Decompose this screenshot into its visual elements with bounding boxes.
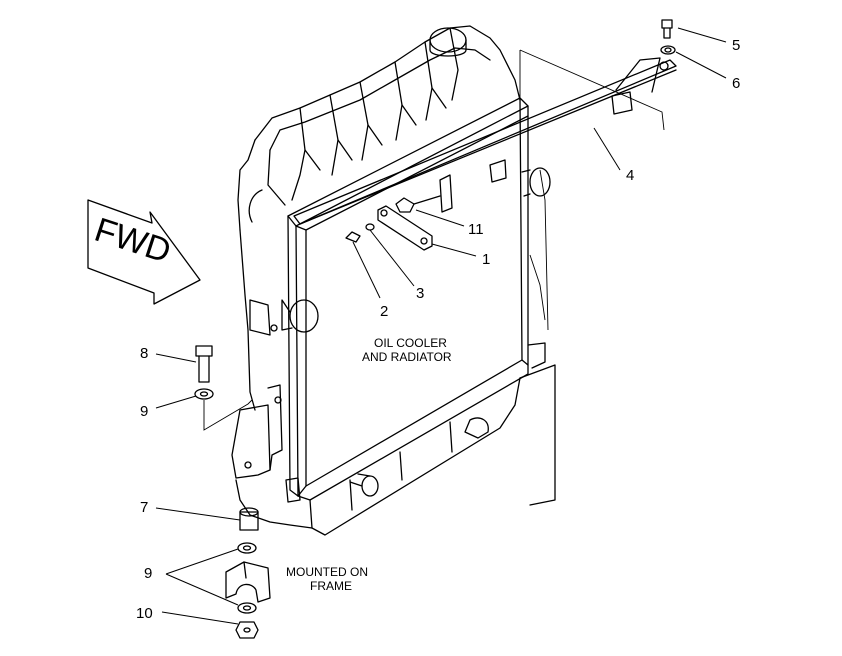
assembly-label-line2: AND RADIATOR: [362, 350, 452, 364]
callout-numbers: 5 6 4 11 1 2 3 8 9 7 9 10: [136, 37, 740, 622]
radiator-cap: [429, 27, 467, 53]
side-pipe: [521, 167, 551, 197]
callout-10: 10: [136, 605, 153, 622]
assembly-label-line1: OIL COOLER: [374, 336, 447, 350]
support-rod: [293, 49, 677, 225]
clamp-hardware: [345, 195, 441, 251]
callout-7: 7: [140, 499, 148, 516]
radiator-bottom-tank: [235, 364, 556, 536]
captions: OIL COOLER AND RADIATOR MOUNTED ON FRAME: [286, 336, 452, 593]
callout-1: 1: [482, 251, 490, 268]
left-mount-brackets: [231, 299, 301, 503]
fwd-arrow: FWD: [87, 199, 201, 305]
bolt-8: [195, 345, 213, 383]
callout-9-upper: 9: [140, 403, 148, 420]
radiator-core: [239, 97, 549, 501]
bottom-mount-stack: [225, 507, 271, 639]
callout-8: 8: [140, 345, 148, 362]
washer-9-left: [194, 388, 253, 431]
leader-lines: [155, 27, 727, 625]
callout-3: 3: [416, 285, 424, 302]
left-pipe: [281, 299, 319, 333]
top-washer-6: [660, 45, 676, 55]
callout-6: 6: [732, 75, 740, 92]
radiator-top-tank: [237, 25, 521, 231]
mount-label-line1: MOUNTED ON: [286, 565, 368, 579]
mount-label-line2: FRAME: [310, 579, 352, 593]
callout-9-lower: 9: [144, 565, 152, 582]
callout-4: 4: [626, 167, 634, 184]
callout-11: 11: [468, 221, 484, 238]
callout-2: 2: [380, 303, 388, 320]
top-bolt-5: [661, 19, 673, 39]
callout-5: 5: [732, 37, 740, 54]
